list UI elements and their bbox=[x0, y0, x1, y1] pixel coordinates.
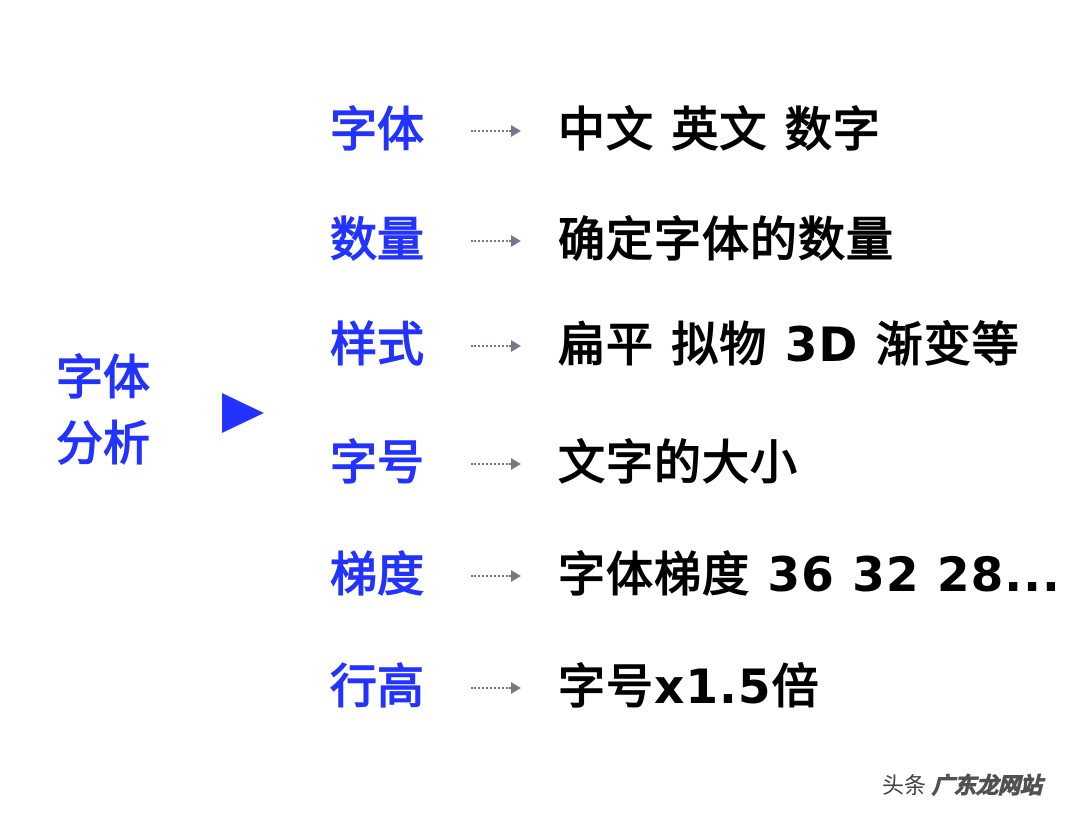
row-gradient: 梯度 字体梯度 36 32 28... bbox=[330, 546, 1061, 606]
dotted-arrow-icon bbox=[471, 570, 521, 582]
row-key: 字号 bbox=[330, 436, 424, 491]
row-style: 样式 扁平 拟物 3D 渐变等 bbox=[330, 316, 1020, 376]
row-quantity: 数量 确定字体的数量 bbox=[330, 211, 894, 271]
play-triangle-icon bbox=[222, 393, 264, 433]
main-topic-title: 字体 分析 bbox=[56, 346, 166, 478]
dotted-arrow-icon bbox=[471, 682, 521, 694]
row-font: 字体 中文 英文 数字 bbox=[330, 101, 881, 161]
watermark: 头条广东龙网站 bbox=[882, 768, 1043, 800]
row-value: 中文 英文 数字 bbox=[558, 103, 881, 158]
dotted-arrow-icon bbox=[471, 458, 521, 470]
row-value: 确定字体的数量 bbox=[558, 213, 894, 268]
row-key: 行高 bbox=[330, 660, 424, 715]
row-key: 梯度 bbox=[330, 548, 424, 603]
row-value: 字号x1.5倍 bbox=[558, 660, 820, 715]
watermark-site: 广东龙网站 bbox=[932, 774, 1043, 800]
watermark-source: 头条 bbox=[882, 774, 927, 799]
row-key: 字体 bbox=[330, 103, 424, 158]
row-key: 数量 bbox=[330, 213, 424, 268]
dotted-arrow-icon bbox=[471, 125, 521, 137]
main-topic-line1: 字体 bbox=[56, 351, 150, 406]
main-topic-line2: 分析 bbox=[56, 417, 150, 472]
row-line-height: 行高 字号x1.5倍 bbox=[330, 658, 820, 718]
dotted-arrow-icon bbox=[471, 340, 521, 352]
row-value: 扁平 拟物 3D 渐变等 bbox=[558, 318, 1020, 373]
row-value: 文字的大小 bbox=[558, 436, 798, 491]
row-key: 样式 bbox=[330, 318, 424, 373]
row-size: 字号 文字的大小 bbox=[330, 434, 798, 494]
dotted-arrow-icon bbox=[471, 235, 521, 247]
row-value: 字体梯度 36 32 28... bbox=[558, 548, 1061, 603]
